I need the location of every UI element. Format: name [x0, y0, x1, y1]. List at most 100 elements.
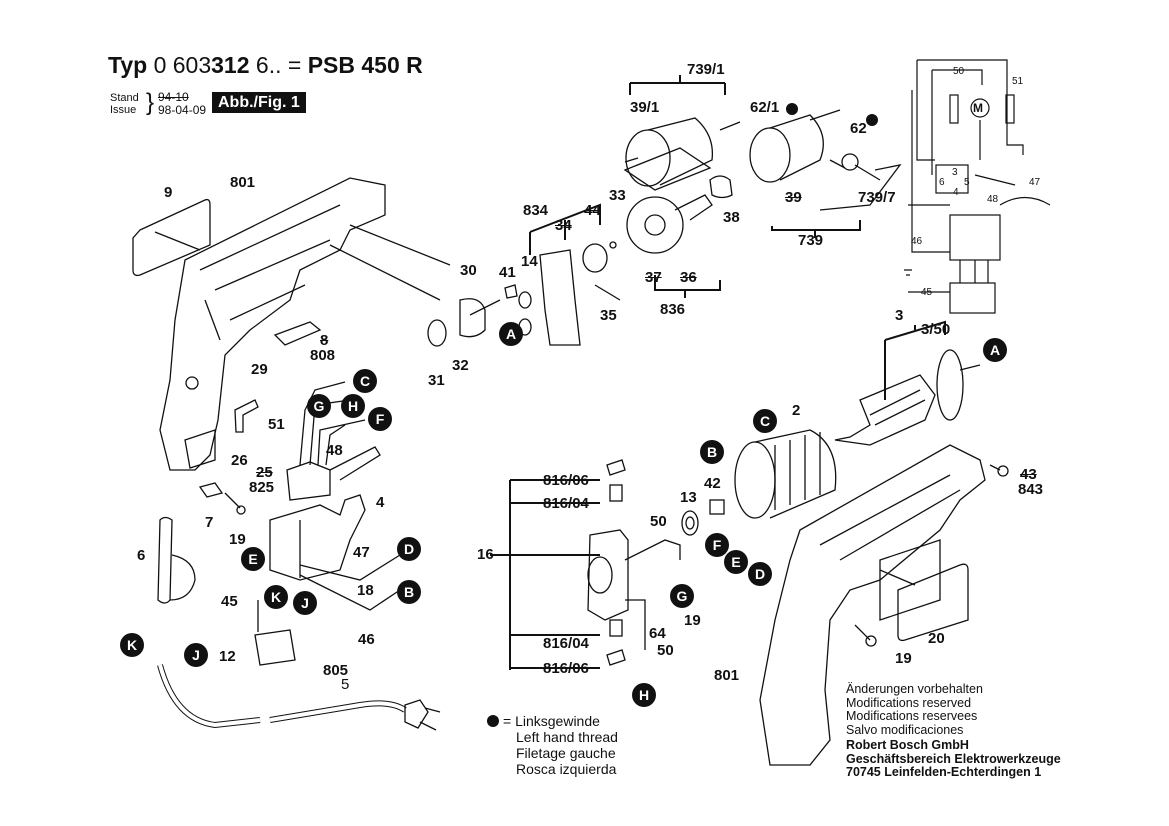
company-division: Geschäftsbereich Elektrowerkzeuge: [846, 751, 1061, 766]
left-hand-thread-dot-icon: [487, 715, 499, 727]
connector-marker-j: J: [293, 591, 317, 615]
typ-prefix: 0 603: [153, 52, 212, 78]
connector-marker-h: H: [632, 683, 656, 707]
part-label-superseded: 36: [680, 269, 697, 286]
connector-marker-g: G: [670, 584, 694, 608]
leader-lines: [490, 75, 946, 670]
part-label: 19: [229, 531, 246, 548]
connector-marker-k: K: [120, 633, 144, 657]
typ-bold: 312: [211, 52, 250, 78]
left-hand-thread-dot-icon: [786, 103, 798, 115]
part-label-superseded: 39: [785, 189, 802, 206]
wiring-label: 51: [1012, 76, 1024, 87]
part-label: 50: [657, 642, 674, 659]
legend-line: Left hand thread: [516, 729, 618, 745]
part-label: 47: [353, 544, 370, 561]
part-label: 7: [205, 514, 214, 531]
wiring-label: 4: [953, 187, 959, 198]
part-label: 38: [723, 209, 740, 226]
part-label: 64: [649, 625, 666, 642]
thread-legend: = Linksgewinde Left hand thread Filetage…: [487, 713, 618, 777]
housing-right-half: [759, 444, 986, 766]
housing-left-half: [159, 177, 451, 471]
label-plate-9: [132, 198, 211, 277]
part-label: 4: [376, 494, 385, 511]
part-label: 26: [231, 452, 248, 469]
connector-marker-f: F: [368, 407, 392, 431]
part-label: 2: [792, 402, 801, 419]
part-label-superseded: 8: [320, 332, 329, 349]
part-label: 808: [310, 347, 336, 364]
company-address: 70745 Leinfelden-Echterdingen 1: [846, 765, 1042, 779]
part-label: 39/1: [630, 99, 660, 116]
part-label: 31: [428, 372, 445, 389]
part-label: 50: [650, 513, 667, 530]
part-label: 19: [895, 650, 912, 667]
part-label: 14: [521, 253, 538, 270]
wiring-label: 6: [939, 177, 945, 188]
chuck-keyless: [623, 117, 741, 191]
part-label: 739/1: [687, 61, 725, 78]
left-hand-thread-dot-icon: [866, 114, 878, 126]
stand-label: Stand: [110, 92, 139, 104]
part-label: 48: [326, 442, 343, 459]
part-label: 62: [850, 120, 867, 137]
part-label: 29: [251, 361, 268, 378]
part-label: 801: [714, 667, 740, 684]
gear-assembly: [427, 175, 733, 347]
figure-badge: Abb./Fig. 1: [212, 92, 306, 113]
connector-marker-b: B: [700, 440, 724, 464]
switch-4: [269, 494, 366, 581]
notice-line: Modifications reserved: [846, 695, 972, 710]
modifications-notice: Änderungen vorbehalten Modifications res…: [846, 682, 1061, 780]
connector-marker-h: H: [341, 394, 365, 418]
part-label: 35: [600, 307, 617, 324]
legend-eq: =: [503, 713, 512, 729]
notice-line: Modifications reservees: [846, 709, 978, 723]
connector-marker-c: C: [353, 369, 377, 393]
part-label: 5: [341, 676, 350, 693]
part-label: 6: [137, 547, 146, 564]
connector-marker-e: E: [724, 550, 748, 574]
connector-marker-e: E: [241, 547, 265, 571]
wiring-label: 47: [1029, 177, 1041, 188]
brush-holder-16: [587, 459, 681, 666]
part-label: 45: [221, 593, 238, 610]
part-label: 9: [164, 184, 173, 201]
part-label: 834: [523, 202, 549, 219]
connector-marker-d: D: [397, 537, 421, 561]
part-label: 19: [684, 612, 701, 629]
typ-suffix: 6.. =: [255, 52, 302, 78]
part-label: 801: [230, 174, 256, 191]
connector-marker-f: F: [705, 533, 729, 557]
part-label: 46: [358, 631, 375, 648]
field-winding-2: [734, 429, 837, 519]
wiring-label: 5: [964, 177, 970, 188]
motor-symbol-icon: M: [973, 101, 983, 115]
part-label-superseded: 25: [256, 464, 273, 481]
part-label: 739/7: [858, 189, 896, 206]
part-label: 51: [268, 416, 285, 433]
part-label: 3: [895, 307, 904, 324]
part-label: 33: [609, 187, 626, 204]
part-label: 816/04: [543, 495, 589, 512]
part-label: 816/04: [543, 635, 589, 652]
stand-issue-labels: Stand Issue: [110, 92, 139, 116]
legend-line: Rosca izquierda: [516, 761, 617, 777]
connector-marker-a: A: [983, 338, 1007, 362]
connector-marker-j: J: [184, 643, 208, 667]
armature-3: [834, 349, 981, 446]
part-label: 836: [660, 301, 686, 318]
company-name: Robert Bosch GmbH: [846, 738, 969, 752]
part-label: 805: [323, 662, 349, 679]
old-date: 94-10: [158, 90, 189, 104]
part-label: 739: [798, 232, 824, 249]
part-label: 3/50: [921, 321, 951, 338]
part-label: 16: [477, 546, 494, 563]
part-label: 18: [357, 582, 374, 599]
part-label: 13: [680, 489, 697, 506]
brace-icon: }: [146, 89, 155, 116]
connector-marker-g: G: [307, 394, 331, 418]
legend-line: Linksgewinde: [515, 713, 600, 729]
